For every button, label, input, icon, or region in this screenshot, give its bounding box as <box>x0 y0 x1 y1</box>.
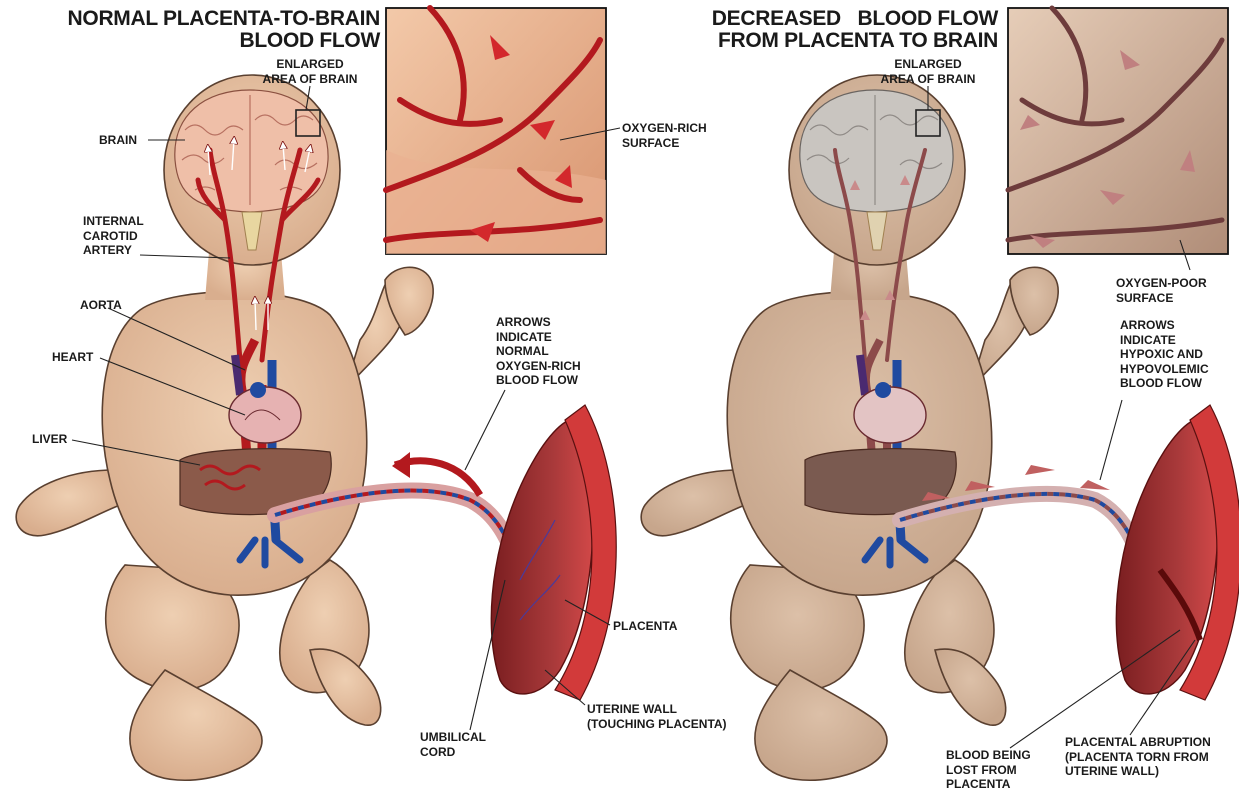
label-blood-being-lost: BLOOD BEING LOST FROM PLACENTA <box>946 748 1031 792</box>
label-internal-carotid-artery: INTERNAL CAROTID ARTERY <box>83 214 144 258</box>
label-line: ARROWS <box>1120 318 1209 333</box>
label-line: AREA OF BRAIN <box>868 72 988 87</box>
label-liver: LIVER <box>32 432 67 447</box>
label-line: INDICATE <box>1120 333 1209 348</box>
label-aorta: AORTA <box>80 298 122 313</box>
left-title: NORMAL PLACENTA-TO-BRAIN BLOOD FLOW <box>20 8 380 52</box>
label-line: CORD <box>420 745 486 760</box>
label-line: INTERNAL <box>83 214 144 229</box>
label-line: OXYGEN-RICH <box>496 359 581 374</box>
label-line: BLOOD FLOW <box>496 373 581 388</box>
label-line: ARROWS <box>496 315 581 330</box>
label-placental-abruption: PLACENTAL ABRUPTION (PLACENTA TORN FROM … <box>1065 735 1211 779</box>
label-line: UTERINE WALL <box>587 702 727 717</box>
label-line: SURFACE <box>1116 291 1207 306</box>
label-line: ENLARGED <box>868 57 988 72</box>
label-umbilical-cord: UMBILICAL CORD <box>420 730 486 759</box>
label-line: ARTERY <box>83 243 144 258</box>
label-line: INDICATE <box>496 330 581 345</box>
label-line: PLACENTAL ABRUPTION <box>1065 735 1211 750</box>
label-line: AREA OF BRAIN <box>250 72 370 87</box>
left-title-line2: BLOOD FLOW <box>20 30 380 52</box>
right-title: DECREASED BLOOD FLOW FROM PLACENTA TO BR… <box>640 8 998 52</box>
label-line: SURFACE <box>622 136 707 151</box>
right-title-line1: DECREASED BLOOD FLOW <box>640 8 998 30</box>
left-title-line1: NORMAL PLACENTA-TO-BRAIN <box>20 8 380 30</box>
label-placenta: PLACENTA <box>613 619 677 634</box>
label-line: PLACENTA <box>946 777 1031 792</box>
label-line: BLOOD FLOW <box>1120 376 1209 391</box>
label-line: LOST FROM <box>946 763 1031 778</box>
label-line: HYPOXIC AND <box>1120 347 1209 362</box>
label-line: CAROTID <box>83 229 144 244</box>
label-line: ENLARGED <box>250 57 370 72</box>
label-oxygen-rich-surface: OXYGEN-RICH SURFACE <box>622 121 707 150</box>
label-line: (PLACENTA TORN FROM <box>1065 750 1211 765</box>
label-line: NORMAL <box>496 344 581 359</box>
left-inset-enlarged-brain <box>386 8 606 254</box>
label-line: BLOOD BEING <box>946 748 1031 763</box>
label-line: HYPOVOLEMIC <box>1120 362 1209 377</box>
label-heart: HEART <box>52 350 93 365</box>
right-inset-enlarged-brain <box>1008 8 1228 254</box>
label-uterine-wall: UTERINE WALL (TOUCHING PLACENTA) <box>587 702 727 731</box>
label-arrows-normal: ARROWS INDICATE NORMAL OXYGEN-RICH BLOOD… <box>496 315 581 388</box>
label-line: UMBILICAL <box>420 730 486 745</box>
label-oxygen-poor-surface: OXYGEN-POOR SURFACE <box>1116 276 1207 305</box>
label-line: OXYGEN-RICH <box>622 121 707 136</box>
label-line: (TOUCHING PLACENTA) <box>587 717 727 732</box>
label-line: OXYGEN-POOR <box>1116 276 1207 291</box>
label-arrows-hypoxic: ARROWS INDICATE HYPOXIC AND HYPOVOLEMIC … <box>1120 318 1209 391</box>
label-enlarged-area-right: ENLARGED AREA OF BRAIN <box>868 57 988 86</box>
label-brain: BRAIN <box>99 133 137 148</box>
right-title-line2: FROM PLACENTA TO BRAIN <box>640 30 998 52</box>
label-enlarged-area-left: ENLARGED AREA OF BRAIN <box>250 57 370 86</box>
label-line: UTERINE WALL) <box>1065 764 1211 779</box>
